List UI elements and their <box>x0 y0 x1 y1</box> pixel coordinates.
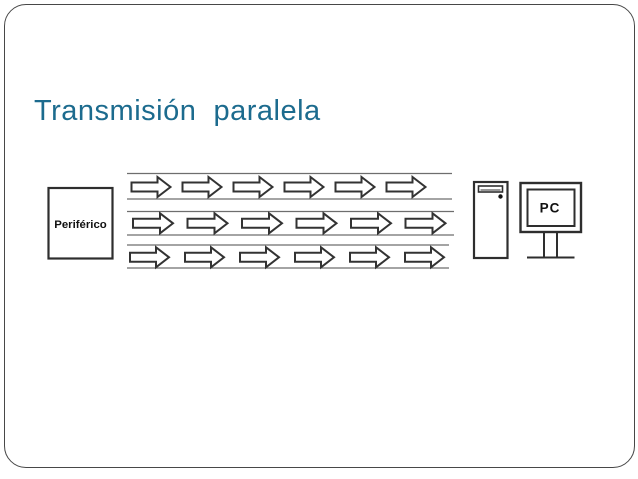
data-bit-arrow <box>283 174 326 200</box>
data-bit-arrow <box>184 245 226 270</box>
pc-monitor: PC <box>519 181 583 259</box>
data-bit-arrow <box>186 211 230 236</box>
monitor-screen <box>526 188 576 227</box>
slide-title: Transmisión paralela <box>34 95 321 127</box>
data-bit-arrow <box>129 245 171 270</box>
power-button-dot <box>498 194 503 199</box>
peripheral-box: Periférico <box>47 186 114 260</box>
data-bit-arrow <box>295 211 339 236</box>
data-bit-arrow <box>404 211 448 236</box>
data-bit-arrow <box>241 211 284 236</box>
data-bit-arrow <box>181 174 224 200</box>
pc-label: PC <box>540 201 561 216</box>
pc-tower-outline <box>472 180 509 260</box>
data-bit-arrow <box>294 245 336 270</box>
pc-tower <box>472 180 509 260</box>
data-bit-arrow <box>385 174 428 200</box>
data-bit-arrow <box>130 174 173 200</box>
data-bit-arrow <box>334 174 377 200</box>
data-bit-arrow <box>404 245 446 270</box>
peripheral-label: Periférico <box>54 219 107 231</box>
data-bit-arrow <box>239 245 281 270</box>
drive-bay-slot <box>477 185 504 193</box>
data-bit-arrow <box>349 245 391 270</box>
channels-group <box>127 172 454 270</box>
data-bit-arrow <box>350 211 393 236</box>
data-bit-arrow <box>232 174 275 200</box>
peripheral-box-outline <box>47 186 114 260</box>
data-bit-arrow <box>132 211 175 236</box>
